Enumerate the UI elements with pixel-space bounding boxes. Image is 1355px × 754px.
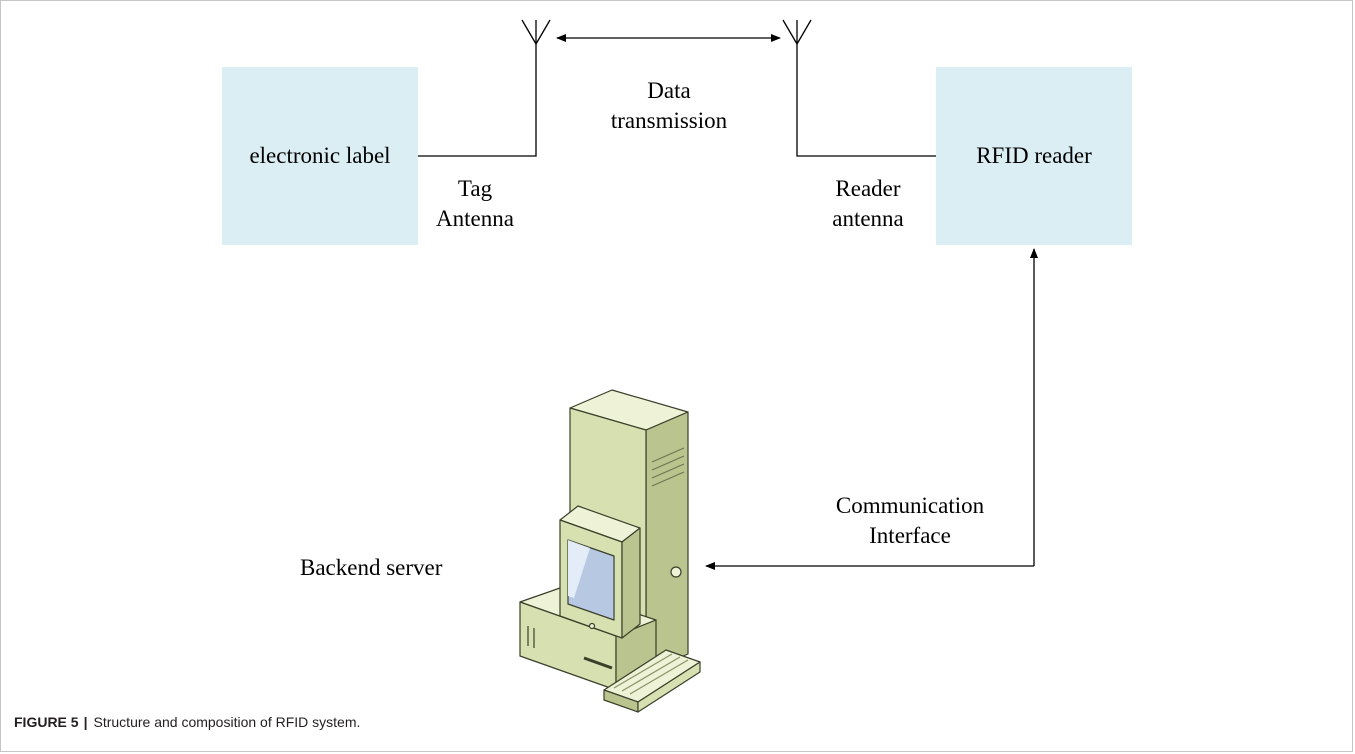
- reader-antenna-wire: [796, 44, 936, 157]
- figure-caption: FIGURE 5| Structure and composition of RF…: [14, 714, 360, 730]
- tag-antenna-wire: [418, 44, 537, 157]
- rfid-reader-box: RFID reader: [936, 67, 1132, 245]
- electronic-label-box: electronic label: [222, 67, 418, 245]
- antenna-icon: [782, 19, 812, 45]
- rfid-reader-text: RFID reader: [976, 143, 1092, 168]
- data-transmission-label: Data transmission: [610, 78, 728, 133]
- backend-server-label: Backend server: [300, 555, 443, 580]
- figure-number: FIGURE 5: [14, 714, 79, 730]
- reader-antenna-label: Reader antenna: [832, 176, 904, 231]
- caption-separator: |: [83, 714, 88, 730]
- antenna-icon: [521, 19, 551, 45]
- caption-text: Structure and composition of RFID system…: [93, 714, 361, 730]
- electronic-label-text: electronic label: [249, 143, 391, 168]
- computer-icon: [519, 389, 701, 713]
- communication-interface-label: Communication Interface: [835, 493, 985, 548]
- tag-antenna-label: Tag Antenna: [436, 176, 514, 231]
